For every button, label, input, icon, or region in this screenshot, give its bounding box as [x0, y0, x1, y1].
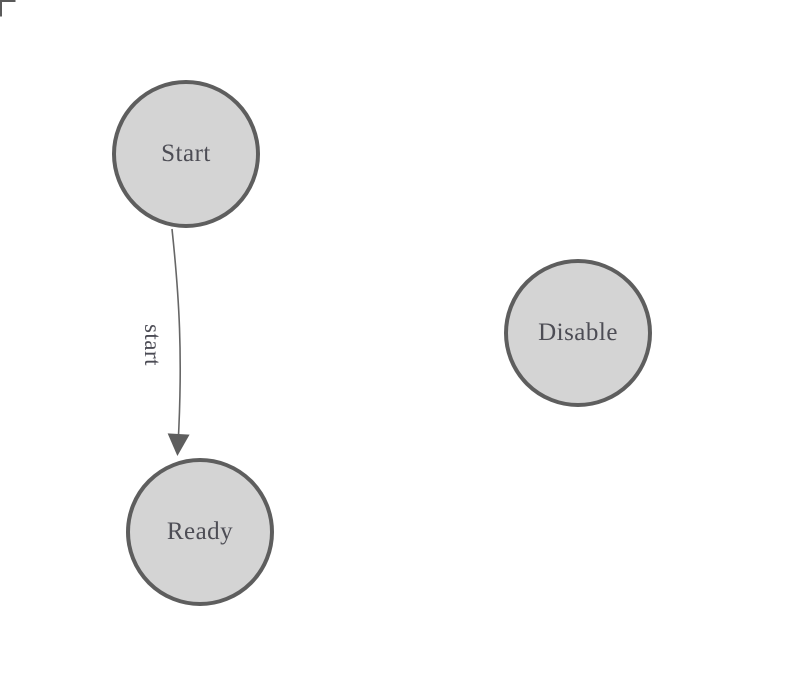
- state-node-disable[interactable]: Disable: [504, 259, 652, 407]
- state-node-label: Start: [161, 140, 211, 167]
- edge-start-to-ready[interactable]: [167, 228, 190, 456]
- state-node-start[interactable]: Start: [112, 80, 260, 228]
- state-node-ready[interactable]: Ready: [126, 458, 274, 606]
- state-node-label: Ready: [166, 518, 234, 545]
- state-node-label: Disable: [538, 319, 618, 346]
- canvas-origin-corner-mark: [0, 0, 16, 17]
- edge-label-start[interactable]: start: [140, 323, 165, 367]
